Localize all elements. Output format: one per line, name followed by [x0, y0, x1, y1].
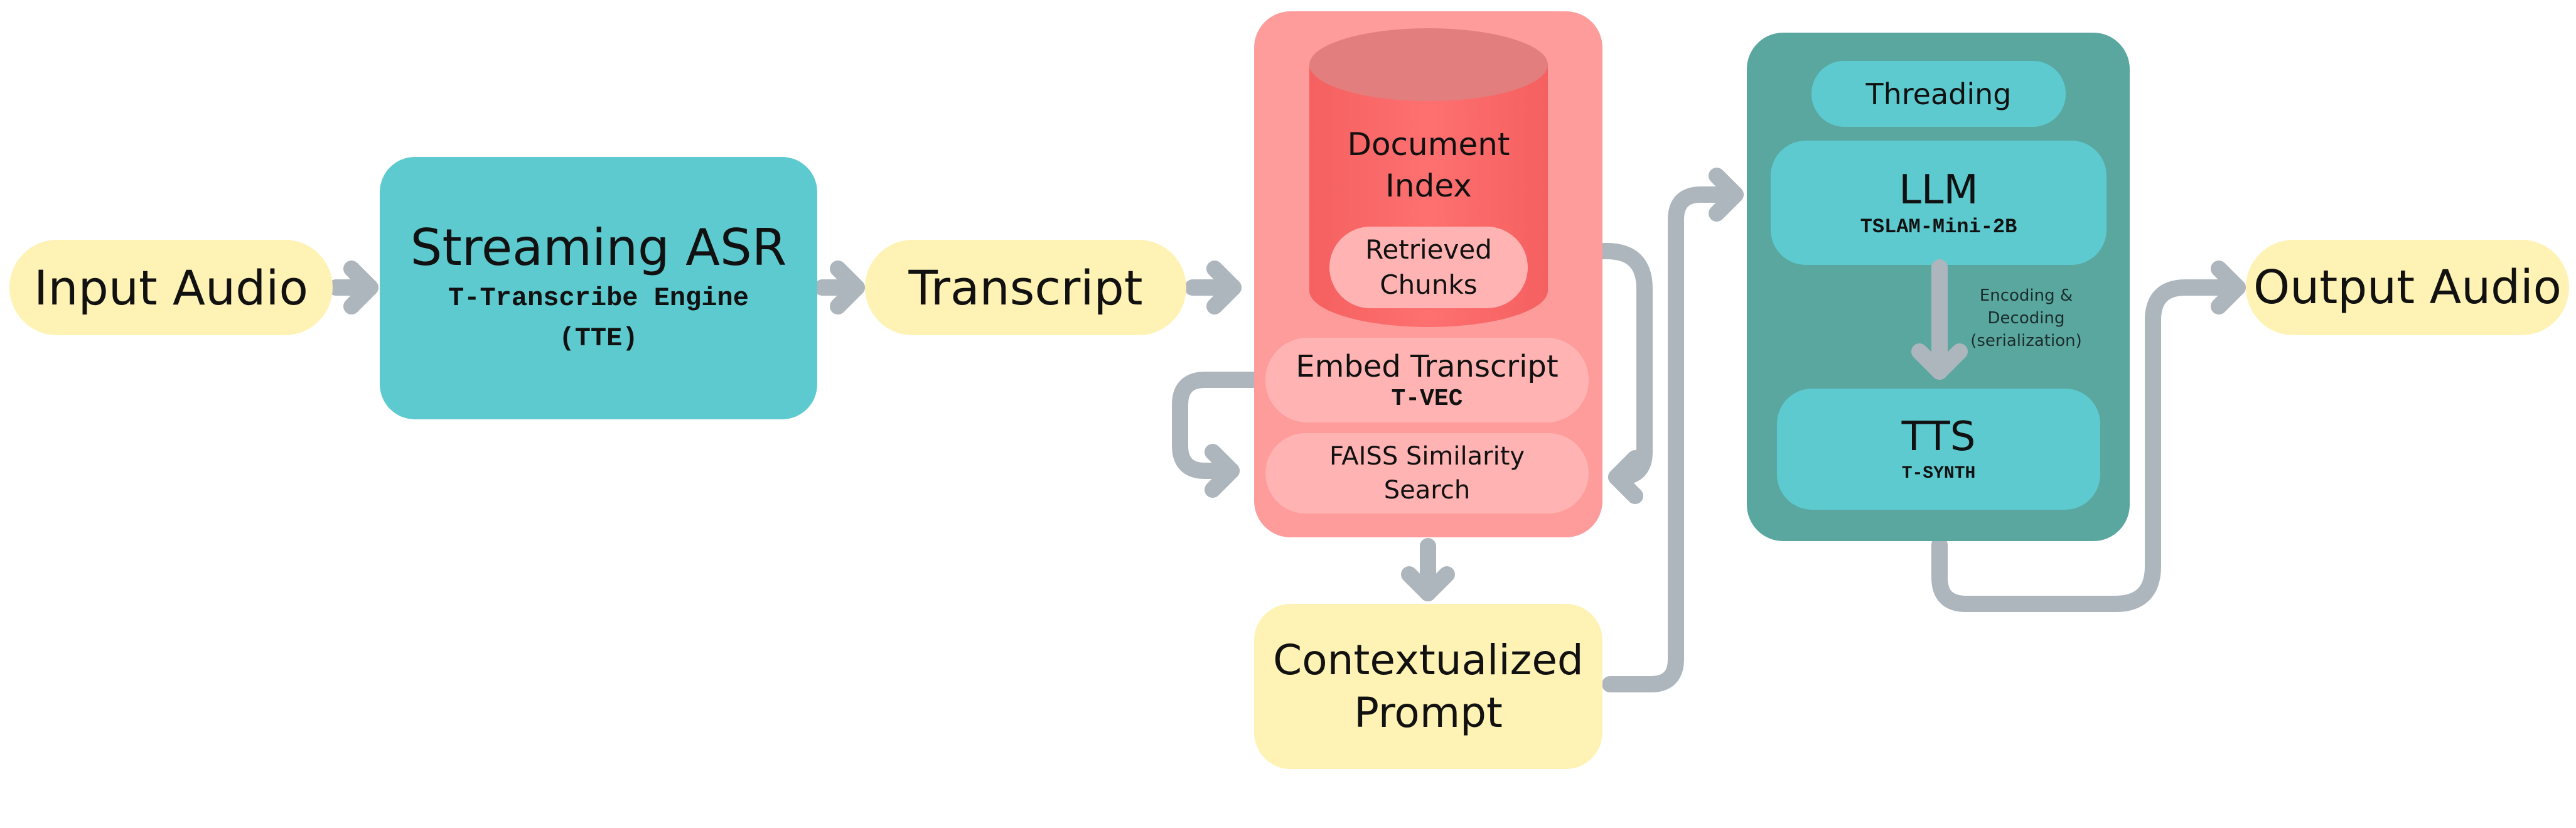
prompt-line-1: Contextualized — [1273, 635, 1584, 684]
tts-title: TTS — [1901, 413, 1976, 460]
prompt-line-2: Prompt — [1354, 688, 1503, 737]
asr-title: Streaming ASR — [410, 218, 787, 277]
document-index-label: Document Index — [1309, 121, 1548, 209]
tts-node: TTS T-SYNTH — [1777, 389, 2100, 510]
arrow-prompt-to-llm — [1602, 168, 1744, 692]
transcript-label: Transcript — [908, 259, 1143, 316]
retrieval-panel: Document Index Retrieved Chunks Embed Tr… — [1254, 11, 1602, 537]
encoding-line-1: Encoding & — [1979, 286, 2073, 305]
arrow-transcript-to-retrieval — [1184, 261, 1242, 315]
encoding-line-2: Decoding — [1987, 309, 2065, 328]
encoding-decoding-label: Encoding & Decoding (serialization) — [1951, 274, 2101, 362]
streaming-asr-node: Streaming ASR T-Transcribe Engine (TTE) — [380, 157, 817, 419]
faiss-search-node: FAISS Similarity Search — [1265, 433, 1589, 513]
embed-transcript-sub: T-VEC — [1391, 385, 1463, 412]
faiss-line-2: Search — [1383, 476, 1471, 505]
retrieved-chunks-line-1: Retrieved — [1365, 234, 1492, 265]
arrow-asr-to-transcript — [814, 261, 865, 315]
llm-node: LLM TSLAM-Mini-2B — [1771, 141, 2106, 265]
document-index-line-1: Document — [1347, 126, 1510, 163]
document-index-cylinder: Document Index Retrieved Chunks — [1309, 27, 1548, 328]
encoding-line-3: (serialization) — [1970, 331, 2082, 350]
arrow-input-to-asr — [328, 261, 378, 315]
input-audio-node: Input Audio — [9, 240, 333, 335]
llm-title: LLM — [1899, 167, 1978, 213]
embed-transcript-node: Embed Transcript T-VEC — [1265, 338, 1589, 422]
threading-node: Threading — [1811, 61, 2066, 127]
document-index-line-2: Index — [1385, 168, 1472, 204]
arrow-llm-to-tts-top — [1911, 259, 1968, 380]
arrow-tts-to-output — [1931, 261, 2246, 612]
arrow-embed-to-faiss — [1172, 372, 1265, 498]
arrow-chunks-to-faiss — [1527, 243, 1653, 504]
transcript-node: Transcript — [865, 240, 1186, 335]
contextualized-prompt-node: Contextualized Prompt — [1254, 604, 1602, 769]
retrieved-chunks-line-2: Chunks — [1380, 269, 1478, 300]
retrieved-chunks-node: Retrieved Chunks — [1329, 227, 1528, 308]
asr-subtitle-engine: T-Transcribe Engine — [448, 283, 749, 313]
llm-subtitle: TSLAM-Mini-2B — [1860, 215, 2017, 239]
output-audio-label: Output Audio — [2253, 261, 2562, 315]
threading-label: Threading — [1865, 77, 2012, 111]
input-audio-label: Input Audio — [34, 259, 308, 316]
output-audio-node: Output Audio — [2246, 240, 2569, 335]
embed-transcript-title: Embed Transcript — [1296, 348, 1559, 384]
arrow-retrieval-to-prompt — [1401, 538, 1455, 601]
tts-subtitle: T-SYNTH — [1901, 463, 1976, 483]
faiss-line-1: FAISS Similarity — [1329, 442, 1525, 471]
asr-subtitle-abbrev: (TTE) — [559, 323, 638, 353]
